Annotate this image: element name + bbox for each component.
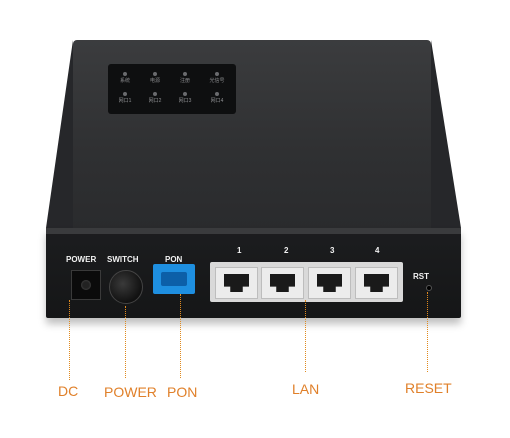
pon-port [153,264,195,294]
dc-leader-line [69,300,70,380]
led-label: 网口2 [148,98,162,104]
lan-port-3 [308,267,351,299]
reset-leader-line [427,292,428,372]
led-label: 网口4 [210,98,224,104]
lan-port-1 [215,267,258,299]
led-port2: 网口2 [142,92,168,104]
led-label: 注册 [179,78,190,84]
switch-panel-label: SWITCH [107,255,139,264]
led-label: 网口1 [118,98,132,104]
pon-leader-line [180,294,181,378]
reset-pinhole [426,285,432,291]
led-label: 系统 [119,78,130,84]
led-label: 电源 [149,78,160,84]
lan-port-2 [261,267,304,299]
reset-callout: RESET [405,380,452,396]
lan-port-4 [355,267,398,299]
port-number-3: 3 [330,246,335,255]
rst-panel-label: RST [413,272,429,281]
device-side-left [46,40,73,228]
pon-callout: PON [167,384,198,400]
led-system: 系统 [112,72,138,84]
port-number-4: 4 [375,246,380,255]
led-optical: 光信号 [204,72,230,84]
device-side-right [431,40,461,228]
port-number-2: 2 [284,246,289,255]
lan-callout: LAN [292,381,320,397]
dc-power-jack [71,270,101,300]
led-port3: 网口3 [172,92,198,104]
led-label: 光信号 [209,78,225,84]
power-panel-label: POWER [66,255,97,264]
led-indicator-panel: 系统 电源 注册 光信号 网口1 网口2 网口3 网口4 [108,64,236,114]
power-leader-line [125,306,126,378]
led-port4: 网口4 [204,92,230,104]
led-label: 网口3 [178,98,192,104]
dc-callout: DC [58,383,79,399]
led-port1: 网口1 [112,92,138,104]
led-register: 注册 [172,72,198,84]
lan-port-block [210,262,403,302]
led-power: 电源 [142,72,168,84]
port-number-1: 1 [237,246,242,255]
lan-leader-line [305,300,306,372]
power-callout: POWER [104,384,157,400]
pon-panel-label: PON [165,255,183,264]
power-switch-button [109,270,143,304]
